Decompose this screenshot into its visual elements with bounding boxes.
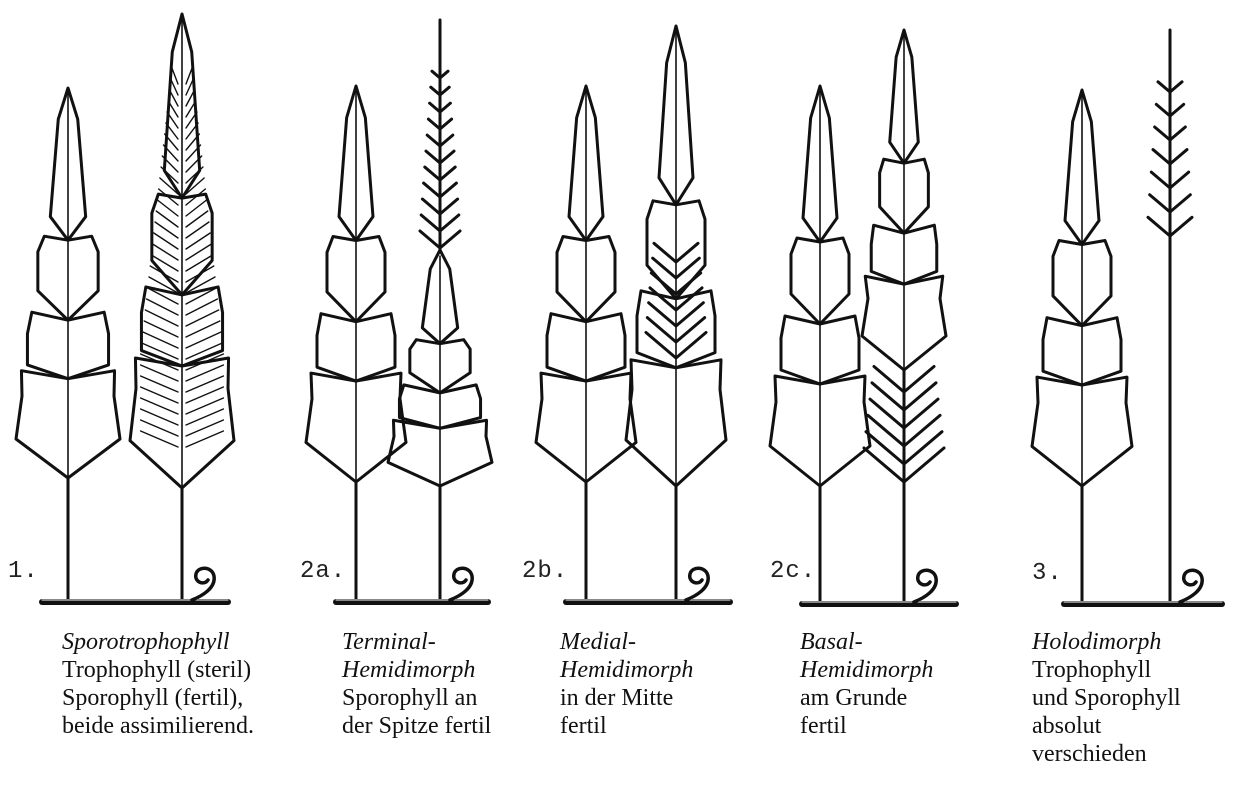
rhizome-panel-2a [336, 600, 488, 602]
crozier-panel-2a [450, 568, 472, 600]
caption-title: Terminal- Hemidimorph [342, 628, 491, 684]
caption-panel-3: Holodimorph Trophophyll und Sporophyll a… [1032, 628, 1181, 768]
caption-line: der Spitze fertil [342, 712, 491, 740]
caption-panel-2b: Medial- Hemidimorph in der Mitte fertil [560, 628, 693, 740]
caption-line: absolut [1032, 712, 1181, 740]
caption-line: Trophophyll [1032, 656, 1181, 684]
caption-line: Sporophyll an [342, 684, 491, 712]
sterile-leaf-panel-2c [770, 86, 870, 486]
caption-line: beide assimilierend. [62, 712, 254, 740]
panel-3-number: 3. [1032, 560, 1063, 587]
panel-2c-number: 2c. [770, 558, 816, 585]
panel-2b-number: 2b. [522, 558, 568, 585]
sterile-leaf-panel-2a [306, 86, 406, 482]
rhizome-panel-2b [566, 600, 730, 602]
caption-panel-2c: Basal- Hemidimorph am Grunde fertil [800, 628, 933, 740]
caption-line: in der Mitte [560, 684, 693, 712]
caption-panel-1: Sporotrophophyll Trophophyll (steril) Sp… [62, 628, 254, 740]
caption-title: Holodimorph [1032, 628, 1181, 656]
rhizome-panel-3 [1064, 602, 1222, 604]
fertile-leaf-panel-2b [626, 26, 726, 486]
panel-1-number: 1. [8, 558, 39, 585]
caption-title: Medial- Hemidimorph [560, 628, 693, 684]
caption-line: Sporophyll (fertil), [62, 684, 254, 712]
fertile-leaf-upper-panel-2c [862, 30, 946, 370]
crozier-panel-3 [1180, 570, 1202, 602]
caption-title: Basal- Hemidimorph [800, 628, 933, 684]
crozier-panel-2c [914, 570, 936, 602]
caption-line: Trophophyll (steril) [62, 656, 254, 684]
caption-line: fertil [560, 712, 693, 740]
crozier-panel-1 [192, 568, 214, 600]
caption-line: fertil [800, 712, 933, 740]
caption-line: und Sporophyll [1032, 684, 1181, 712]
crozier-panel-2b [686, 568, 708, 600]
caption-line: verschieden [1032, 740, 1181, 768]
fertile-leaf-lower-panel-2a [388, 250, 492, 486]
sterile-leaf-panel-2b [536, 86, 636, 482]
caption-panel-2a: Terminal- Hemidimorph Sporophyll an der … [342, 628, 491, 740]
sterile-leaf-panel-1 [16, 88, 120, 478]
sterile-leaf-panel-3 [1032, 90, 1132, 486]
panel-2a-number: 2a. [300, 558, 346, 585]
caption-title: Sporotrophophyll [62, 628, 254, 656]
caption-line: am Grunde [800, 684, 933, 712]
rhizome-panel-2c [802, 602, 956, 604]
rhizome-panel-1 [42, 600, 228, 602]
fertile-leaf-panel-1 [130, 14, 234, 488]
